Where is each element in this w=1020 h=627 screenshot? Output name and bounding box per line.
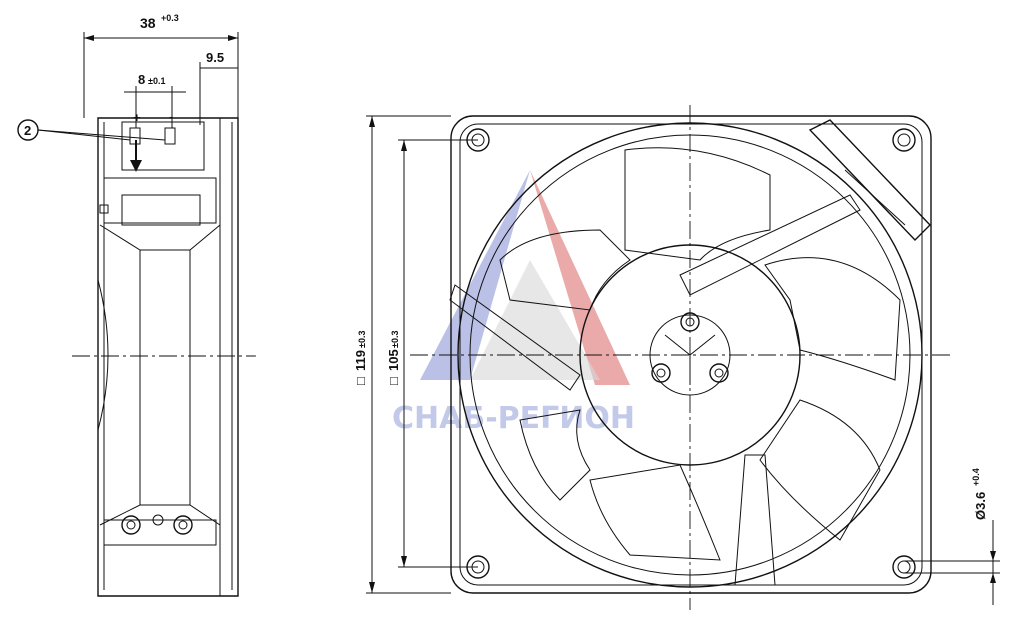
hub-screw-right-inner [714, 368, 724, 378]
logo-triangle-red-icon [530, 170, 630, 385]
dim-119-box: □ [353, 377, 368, 385]
dim-hole-tol: +0.4 [971, 468, 981, 486]
watermark-logo: СНАБ-РЕГИОН [392, 170, 635, 436]
blade-2 [764, 257, 901, 381]
spoke-left [449, 284, 581, 391]
dim-105-tol: ±0.3 [390, 331, 400, 348]
dim-hole-label: Ø3.6 [973, 492, 988, 520]
dim-38-label: 38 [140, 15, 156, 31]
side-view: 38 +0.3 9.5 8 ±0.1 + - 2 [17, 13, 256, 597]
bottom-screw-1-icon [121, 515, 141, 535]
terminal-block [121, 121, 205, 171]
spoke-upper-right [679, 194, 861, 296]
side-taper-top [99, 224, 221, 251]
dim-8-tol: ±0.1 [148, 76, 165, 86]
dim-hole-label-group: Ø3.6 +0.4 [971, 468, 988, 520]
spoke-bottom [734, 454, 776, 586]
dim-119-label-group: □ 119 ±0.3 [353, 331, 368, 385]
blade-5 [519, 409, 591, 501]
callout-leader-2 [37, 129, 166, 141]
hub-screw-left-inner [656, 368, 666, 378]
bottom-screw-1-inner [126, 520, 136, 530]
blade-6 [499, 229, 631, 311]
dim-119-tol: ±0.3 [357, 331, 367, 348]
terminal-base-inner [121, 194, 201, 226]
terminal-base [103, 177, 217, 224]
hole-top-right-inner [897, 133, 911, 147]
blade-3 [759, 399, 881, 541]
side-view-body [97, 117, 239, 597]
dim-105-label: 105 [386, 349, 401, 371]
frame-outer [450, 115, 932, 594]
front-view: □ 119 ±0.3 □ 105 ±0.3 Ø3.6 +0.4 [353, 105, 1000, 610]
hole-bottom-right-icon [892, 555, 916, 579]
blade-1 [624, 147, 771, 261]
dim-38-tol: +0.3 [161, 13, 179, 23]
cable-gland-inner [844, 169, 906, 226]
flow-arrow-head-icon [130, 160, 142, 172]
hole-top-right-icon [892, 128, 916, 152]
minus-sign: - [169, 109, 173, 124]
dim-hole-arrows [990, 551, 996, 583]
dim-119-label: 119 [353, 350, 368, 371]
hole-bottom-right-inner [897, 560, 911, 574]
dim-9-5-label: 9.5 [206, 50, 224, 65]
fan-blades [499, 147, 901, 561]
side-curve [97, 279, 109, 431]
bottom-terminal-block [103, 519, 217, 546]
dim-105-box: □ [386, 377, 401, 385]
hub-screw-right-icon [709, 363, 729, 383]
terminal-minus [164, 127, 176, 145]
dim-8-label: 8 [138, 72, 145, 87]
side-taper-bottom [99, 504, 221, 526]
plus-sign: + [133, 110, 141, 125]
bottom-screw-2-icon [173, 515, 193, 535]
callout-number: 2 [24, 123, 31, 138]
side-notch [99, 204, 109, 214]
logo-triangle-blue-icon [420, 170, 530, 380]
watermark-text: СНАБ-РЕГИОН [392, 401, 635, 436]
cable-gland [808, 119, 931, 242]
bottom-center-screw [152, 514, 164, 526]
logo-triangle-grey-icon [470, 260, 600, 380]
blade-4 [589, 464, 721, 561]
dim-105-label-group: □ 105 ±0.3 [386, 331, 401, 385]
side-hub-lines [139, 250, 191, 505]
bottom-screw-2-inner [178, 520, 188, 530]
hub-screw-left-icon [651, 363, 671, 383]
